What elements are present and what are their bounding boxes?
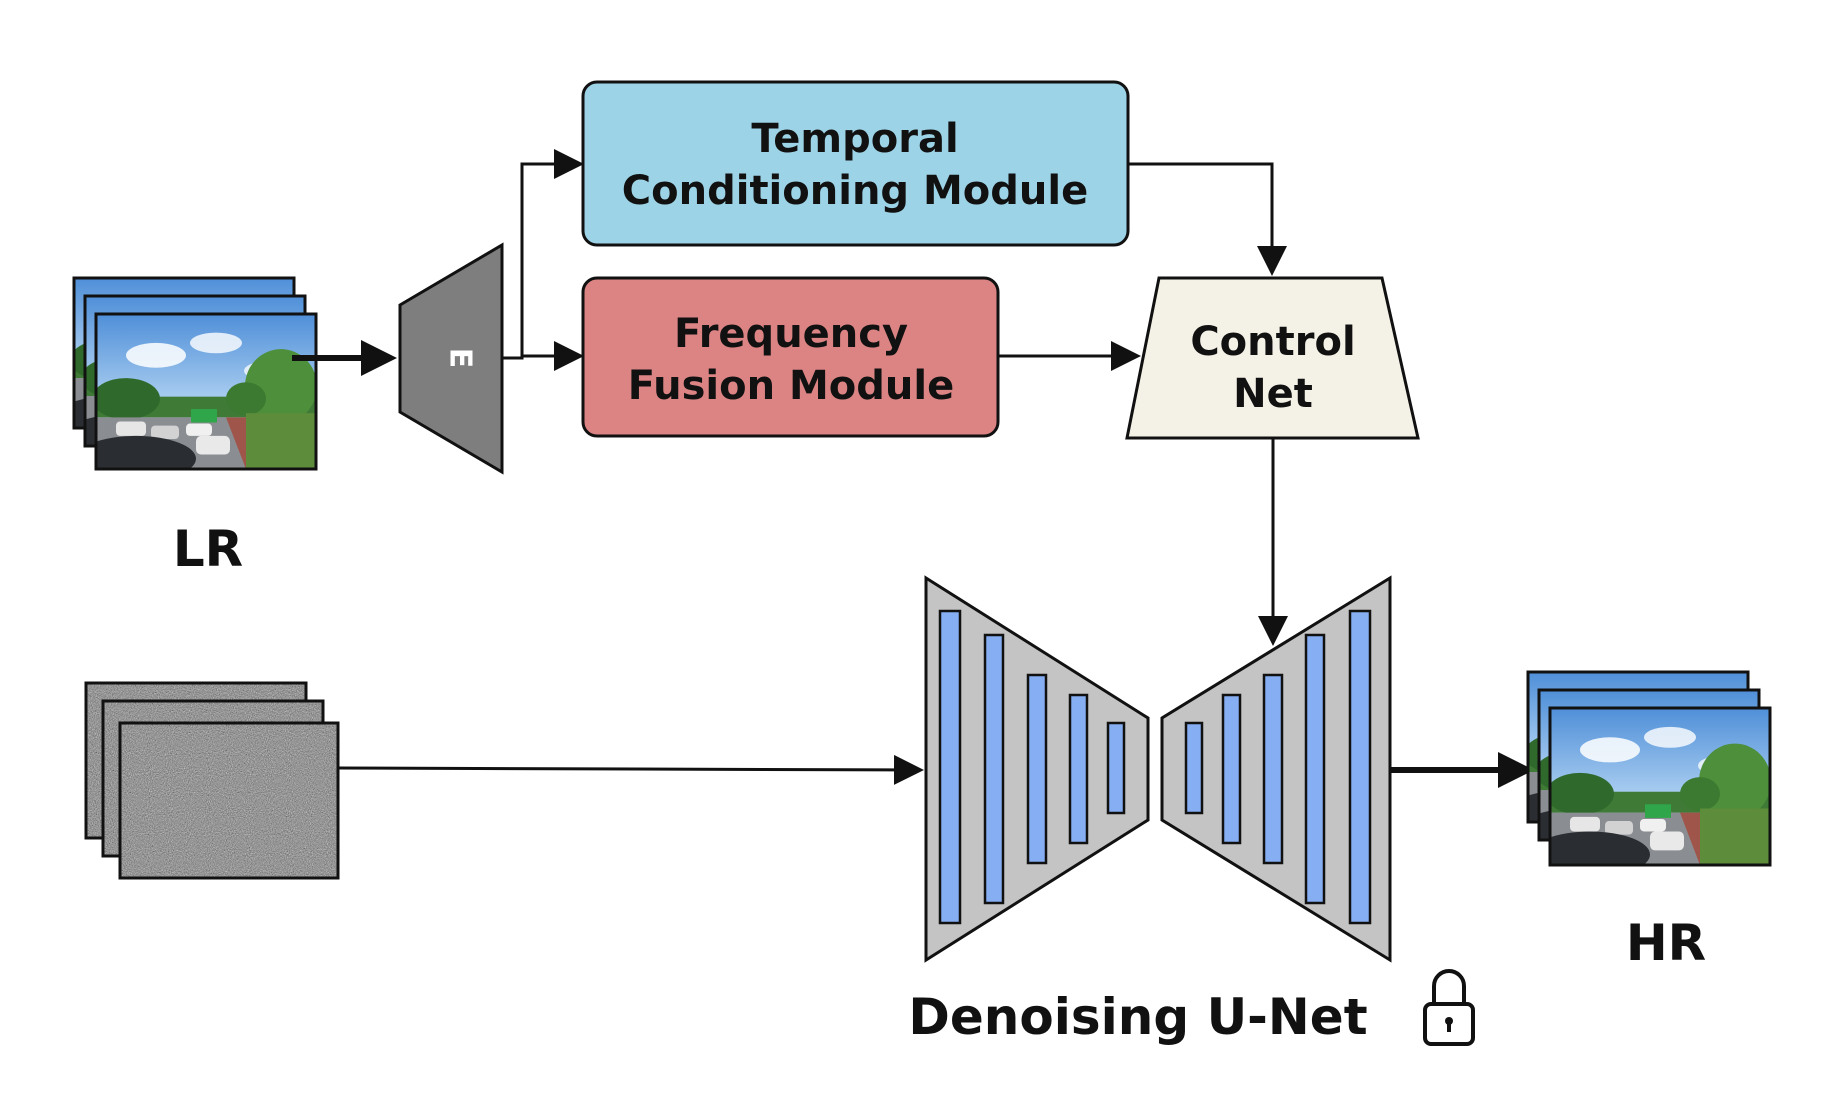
unet-enc-bar-1	[938, 609, 962, 925]
unet-enc-bar-5	[1106, 721, 1126, 815]
unet-dec-bar-5	[1348, 609, 1372, 925]
temporal-module-line1: Temporal	[751, 116, 958, 162]
temporal-module-line2: Conditioning Module	[622, 168, 1088, 214]
encoder: E	[398, 242, 504, 475]
unet-dec-bar-1	[1184, 721, 1204, 815]
lr-label: LR	[173, 520, 243, 578]
frequency-module-line1: Frequency	[674, 311, 908, 357]
lock-icon	[1423, 969, 1475, 1046]
unet-dec-bar-2	[1221, 693, 1242, 845]
unet-dec-bar-4	[1304, 633, 1326, 905]
encoder-to-temporal-arrow	[502, 149, 584, 360]
temporal-conditioning-module: Temporal Conditioning Module	[581, 80, 1130, 247]
controlnet: Control Net	[1125, 276, 1420, 440]
controlnet-line1: Control	[1190, 319, 1355, 365]
unet-enc-bar-3	[1026, 673, 1048, 865]
unet-enc-bar-4	[1068, 693, 1089, 845]
controlnet-line2: Net	[1233, 371, 1313, 417]
unet-label: Denoising U-Net	[908, 988, 1367, 1046]
unet-dec-bar-3	[1262, 673, 1284, 865]
frequency-fusion-module: Frequency Fusion Module	[581, 276, 1000, 438]
noise-to-unet-arrow	[337, 754, 924, 785]
denoising-unet	[924, 575, 1392, 963]
frequency-module-line2: Fusion Module	[628, 363, 954, 409]
hr-frame-stack	[1526, 670, 1772, 867]
temporal-to-controlnet-arrow	[1128, 162, 1287, 276]
lr-frame-stack	[72, 276, 318, 471]
unet-enc-bar-2	[983, 633, 1005, 905]
noise-frame-stack	[84, 681, 340, 880]
encoder-label: E	[443, 348, 478, 369]
hr-label: HR	[1626, 914, 1706, 972]
